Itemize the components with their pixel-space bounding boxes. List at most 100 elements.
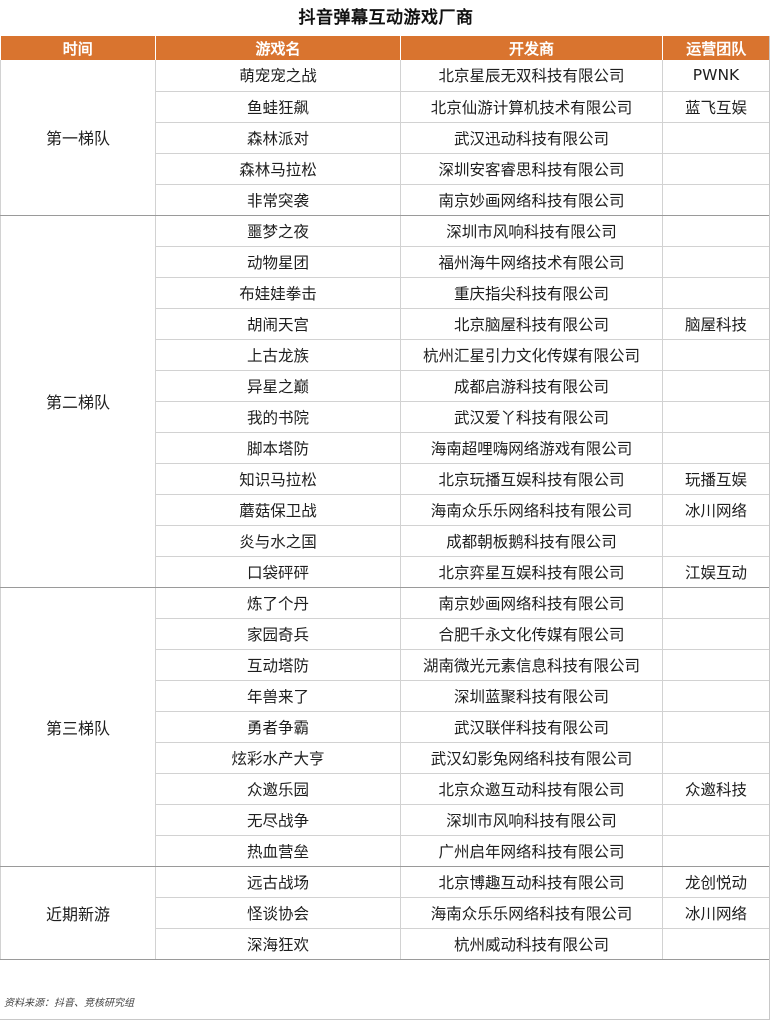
game-cell: 上古龙族 — [155, 339, 401, 371]
table-row: 异星之巅成都启游科技有限公司 — [1, 370, 770, 402]
table-row: 第二梯队噩梦之夜深圳市风响科技有限公司 — [0, 215, 770, 588]
tier-cell: 第二梯队 — [0, 215, 156, 588]
table-row: 布娃娃拳击重庆指尖科技有限公司 — [1, 277, 770, 309]
game-cell: 蘑菇保卫战 — [155, 494, 401, 526]
game-cell: 互动塔防 — [155, 649, 401, 681]
operator-cell — [662, 680, 770, 712]
game-cell: 炼了个丹 — [155, 587, 401, 619]
developer-cell: 深圳市风响科技有限公司 — [400, 804, 663, 836]
table-row: 森林派对武汉迅动科技有限公司 — [1, 122, 770, 154]
game-cell: 异星之巅 — [155, 370, 401, 402]
game-cell: 怪谈协会 — [155, 897, 401, 929]
operator-cell — [662, 711, 770, 743]
developer-cell: 武汉联伴科技有限公司 — [400, 711, 663, 743]
table-row: 森林马拉松深圳安客睿思科技有限公司 — [1, 153, 770, 185]
game-cell: 森林马拉松 — [155, 153, 401, 185]
developer-cell: 北京众邀互动科技有限公司 — [400, 773, 663, 805]
table-frame-right — [769, 36, 770, 1020]
source-note: 资料来源：抖音、竞核研究组 — [4, 998, 134, 1009]
table-header-row: 时间 游戏名 开发商 运营团队 — [0, 36, 770, 60]
game-cell: 非常突袭 — [155, 184, 401, 216]
table-row: 脚本塔防海南超哩嗨网络游戏有限公司 — [1, 432, 770, 464]
developer-cell: 北京博趣互动科技有限公司 — [400, 866, 663, 898]
operator-cell — [662, 835, 770, 867]
operator-cell — [662, 370, 770, 402]
table-row: 动物星团福州海牛网络技术有限公司 — [1, 246, 770, 278]
table-row: 深海狂欢杭州威动科技有限公司 — [1, 928, 770, 960]
developer-cell: 杭州汇星引力文化传媒有限公司 — [400, 339, 663, 371]
operator-cell — [662, 215, 770, 247]
table-row: 互动塔防湖南微光元素信息科技有限公司 — [1, 649, 770, 681]
operator-cell: 龙创悦动 — [662, 866, 770, 898]
game-cell: 噩梦之夜 — [155, 215, 401, 247]
header-developer: 开发商 — [400, 36, 663, 60]
table-row: 炫彩水产大亨武汉幻影兔网络科技有限公司 — [1, 742, 770, 774]
operator-cell — [662, 618, 770, 650]
table-row: 蘑菇保卫战海南众乐乐网络科技有限公司冰川网络 — [1, 494, 770, 526]
game-cell: 炫彩水产大亨 — [155, 742, 401, 774]
operator-cell — [662, 339, 770, 371]
table-row: 炎与水之国成都朝板鹅科技有限公司 — [1, 525, 770, 557]
operator-cell: 冰川网络 — [662, 897, 770, 929]
developer-cell: 福州海牛网络技术有限公司 — [400, 246, 663, 278]
game-cell: 萌宠宠之战 — [155, 60, 401, 92]
table-row: 鱼蛙狂飙北京仙游计算机技术有限公司蓝飞互娱 — [1, 91, 770, 123]
operator-cell: 冰川网络 — [662, 494, 770, 526]
developer-cell: 武汉迅动科技有限公司 — [400, 122, 663, 154]
table-row: 热血营垒广州启年网络科技有限公司 — [1, 835, 770, 867]
operator-cell — [662, 122, 770, 154]
operator-cell — [662, 928, 770, 960]
developer-cell: 武汉幻影兔网络科技有限公司 — [400, 742, 663, 774]
game-cell: 布娃娃拳击 — [155, 277, 401, 309]
developer-cell: 北京脑屋科技有限公司 — [400, 308, 663, 340]
operator-cell: 众邀科技 — [662, 773, 770, 805]
operator-cell: PWNK — [662, 60, 770, 92]
operator-cell: 蓝飞互娱 — [662, 91, 770, 123]
operator-cell — [662, 277, 770, 309]
developer-cell: 广州启年网络科技有限公司 — [400, 835, 663, 867]
table-row: 第三梯队炼了个丹南京妙画网络科技有限公司 — [0, 587, 770, 867]
developer-cell: 杭州威动科技有限公司 — [400, 928, 663, 960]
developer-cell: 海南众乐乐网络科技有限公司 — [400, 494, 663, 526]
developer-cell: 海南众乐乐网络科技有限公司 — [400, 897, 663, 929]
operator-cell — [662, 246, 770, 278]
developer-cell: 重庆指尖科技有限公司 — [400, 277, 663, 309]
developer-cell: 湖南微光元素信息科技有限公司 — [400, 649, 663, 681]
game-cell: 森林派对 — [155, 122, 401, 154]
game-cell: 勇者争霸 — [155, 711, 401, 743]
developer-cell: 武汉爱丫科技有限公司 — [400, 401, 663, 433]
developer-cell: 深圳蓝聚科技有限公司 — [400, 680, 663, 712]
bottom-rule — [0, 1019, 770, 1020]
tier-cell: 近期新游 — [0, 866, 156, 960]
game-cell: 众邀乐园 — [155, 773, 401, 805]
game-cell: 脚本塔防 — [155, 432, 401, 464]
tier-cell: 第一梯队 — [0, 60, 156, 216]
game-cell: 炎与水之国 — [155, 525, 401, 557]
game-cell: 胡闹天宫 — [155, 308, 401, 340]
developer-cell: 合肥千永文化传媒有限公司 — [400, 618, 663, 650]
table-row: 近期新游远古战场北京博趣互动科技有限公司龙创悦动 — [0, 866, 770, 960]
game-cell: 动物星团 — [155, 246, 401, 278]
developer-cell: 北京玩播互娱科技有限公司 — [400, 463, 663, 495]
operator-cell — [662, 742, 770, 774]
game-cell: 鱼蛙狂飙 — [155, 91, 401, 123]
table-row: 胡闹天宫北京脑屋科技有限公司脑屋科技 — [1, 308, 770, 340]
game-cell: 无尽战争 — [155, 804, 401, 836]
developer-cell: 南京妙画网络科技有限公司 — [400, 184, 663, 216]
table-row: 众邀乐园北京众邀互动科技有限公司众邀科技 — [1, 773, 770, 805]
operator-cell — [662, 184, 770, 216]
developer-cell: 深圳安客睿思科技有限公司 — [400, 153, 663, 185]
operator-cell: 玩播互娱 — [662, 463, 770, 495]
table-row: 非常突袭南京妙画网络科技有限公司 — [1, 184, 770, 216]
developer-cell: 成都启游科技有限公司 — [400, 370, 663, 402]
developer-cell: 南京妙画网络科技有限公司 — [400, 587, 663, 619]
operator-cell — [662, 649, 770, 681]
game-cell: 口袋砰砰 — [155, 556, 401, 588]
table-row: 上古龙族杭州汇星引力文化传媒有限公司 — [1, 339, 770, 371]
table-row: 无尽战争深圳市风响科技有限公司 — [1, 804, 770, 836]
table-row: 怪谈协会海南众乐乐网络科技有限公司冰川网络 — [1, 897, 770, 929]
table-row: 我的书院武汉爱丫科技有限公司 — [1, 401, 770, 433]
